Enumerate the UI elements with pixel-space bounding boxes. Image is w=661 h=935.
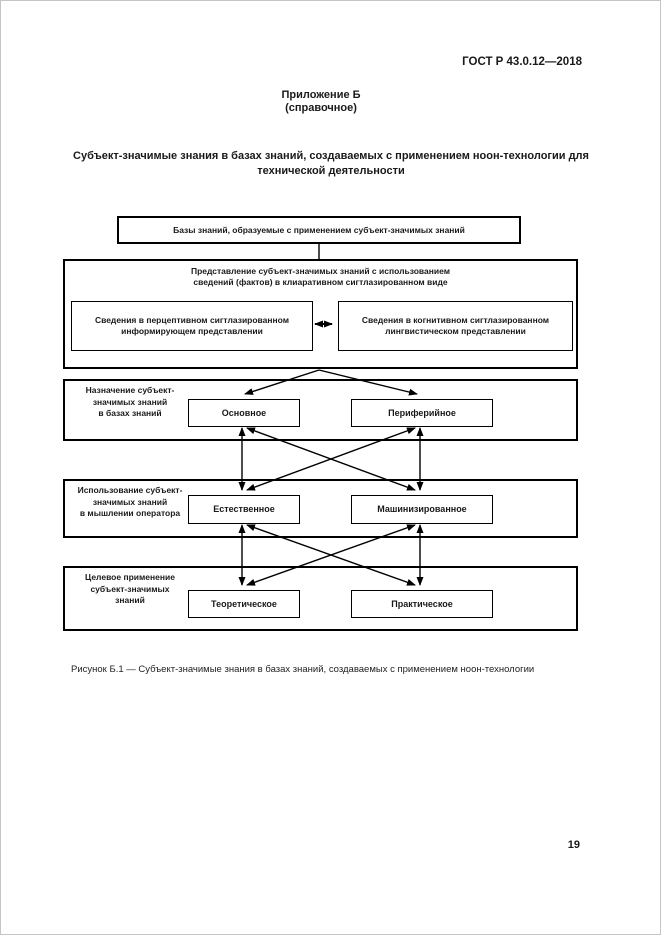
section-title: Субъект-значимые знания в базах знаний, … (73, 150, 589, 177)
diagram-box-machine: Машинизированное (351, 495, 493, 524)
diagram-box-perceptive-data: Сведения в перцептивном сигтлазированном… (71, 301, 313, 351)
diagram-band-purpose: Назначение субъект- значимых знаний в ба… (63, 379, 578, 441)
diagram-band-application: Целевое применение субъект-значимых знан… (63, 566, 578, 631)
diagram-box-knowledge-bases: Базы знаний, образуемые с применением су… (117, 216, 521, 244)
standard-number-header: ГОСТ Р 43.0.12—2018 (462, 56, 582, 68)
diagram-box-cognitive-data: Сведения в когнитивном сигтлазированном … (338, 301, 573, 351)
representation-header: Представление субъект-значимых знаний с … (190, 266, 451, 287)
diagram-box-natural: Естественное (188, 495, 300, 524)
diagram-band-usage: Использование субъект- значимых знаний в… (63, 479, 578, 538)
diagram-box-practical: Практическое (351, 590, 493, 618)
diagram-box-theoretical: Теоретическое (188, 590, 300, 618)
diagram-box-representation: Представление субъект-значимых знаний с … (63, 259, 578, 369)
diagram-box-peripheral: Периферийное (351, 399, 493, 427)
appendix-type: (справочное) (285, 102, 357, 114)
band-purpose-label: Назначение субъект- значимых знаний в ба… (85, 385, 175, 418)
page-number: 19 (567, 839, 580, 851)
appendix-heading: Приложение Б (справочное) (1, 89, 641, 115)
diagram-box-main: Основное (188, 399, 300, 427)
band-application-label: Целевое применение субъект-значимых знан… (85, 572, 175, 605)
appendix-title: Приложение Б (281, 89, 361, 101)
figure-caption: Рисунок Б.1 — Субъект-значимые знания в … (71, 664, 535, 675)
band-usage-label: Использование субъект- значимых знаний в… (77, 485, 183, 518)
